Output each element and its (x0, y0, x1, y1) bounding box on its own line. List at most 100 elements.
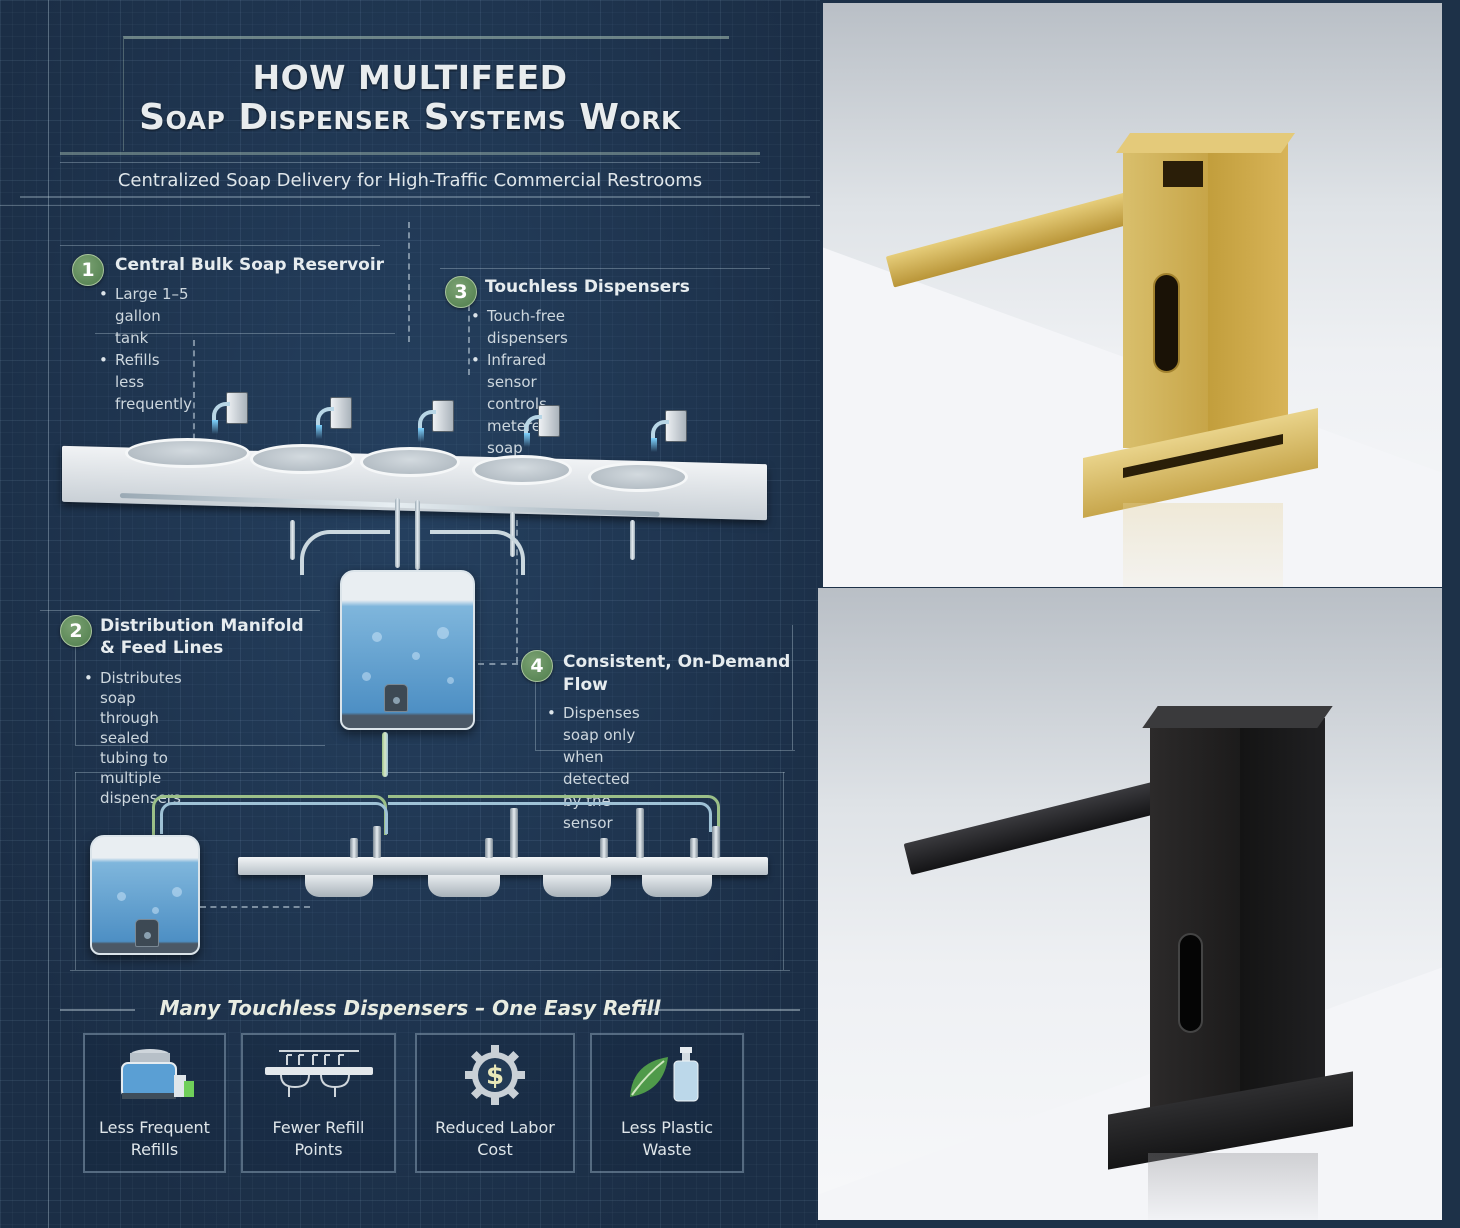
subtitle-rule (20, 196, 810, 198)
bubble (117, 892, 126, 901)
feed-line (630, 520, 635, 560)
outlet-line (382, 732, 388, 777)
callout-title-line2: Flow (563, 675, 608, 695)
callout-bullets: Large 1–5 gallon tank Refills less frequ… (97, 283, 192, 415)
bulk-tank-icon (120, 1049, 194, 1099)
faucet (600, 838, 608, 858)
feed-line (290, 520, 295, 560)
soap-dispenser-spout (510, 808, 518, 858)
title-rule (60, 162, 760, 163)
spout (418, 410, 436, 428)
bullet-text: Infrared sensor controls (487, 351, 547, 413)
callout-title-line1: Consistent, On-Demand (563, 652, 791, 672)
blueprint-line (40, 610, 320, 611)
benefit-label-line1: Less Plastic (621, 1118, 713, 1137)
subtitle: Centralized Soap Delivery for High-Traff… (117, 170, 703, 191)
leaf-bottle-icon (630, 1047, 699, 1102)
spout (212, 402, 230, 420)
blueprint-line (535, 680, 536, 750)
blueprint-line (792, 625, 793, 750)
blueprint-line (783, 772, 784, 970)
step-badge-1: 1 (72, 254, 104, 286)
bubble (362, 672, 371, 681)
spout (651, 420, 669, 438)
faucet (350, 838, 358, 858)
feed-line (395, 498, 400, 568)
bubble (437, 627, 449, 639)
dollar-gear-icon: $ (465, 1045, 525, 1105)
bubble (447, 677, 454, 684)
blueprint-line (70, 970, 790, 971)
soap-spray (212, 420, 218, 434)
feed-line-curve (430, 530, 525, 575)
bullet-text: sealed tubing to multiple (100, 729, 168, 787)
blueprint-line (48, 0, 49, 1228)
lower-vanity-counter (238, 857, 768, 875)
soap-spray (651, 438, 657, 452)
multifeed-infographic: HOW MULTIFEED Soap Dispenser Systems Wor… (0, 0, 820, 1228)
feed-line-curve (300, 530, 390, 575)
bubble (372, 632, 382, 642)
gold-sensor-window (1153, 273, 1180, 373)
blueprint-dashed-line (193, 340, 195, 450)
page-title-line2: Soap Dispenser Systems Work (139, 97, 681, 138)
sink-basin (472, 455, 572, 485)
step-badge-2: 2 (60, 615, 92, 647)
soap-spray (524, 433, 530, 447)
feed-line-blue (160, 802, 388, 834)
blueprint-dashed-line (408, 222, 410, 342)
tank-valve (384, 684, 408, 712)
bubble (412, 652, 420, 660)
bulk-soap-tank (90, 835, 200, 955)
gold-dispenser-photo (823, 3, 1442, 587)
manifold-sinks-icon (264, 1050, 373, 1097)
step-badge-3: 3 (445, 276, 477, 308)
callout-title: Central Bulk Soap Reservoir (115, 255, 385, 275)
sink-basin (360, 447, 460, 477)
title-frame (123, 36, 729, 151)
gold-body-side (1208, 133, 1288, 448)
sink-basin (305, 875, 373, 897)
feed-line (415, 500, 420, 570)
blueprint-line (95, 333, 395, 334)
faucet (485, 838, 493, 858)
countertop (818, 918, 1442, 1220)
sink-basin (588, 462, 688, 492)
bullet-item: Refills less frequently (97, 349, 192, 415)
blueprint-line (75, 640, 76, 745)
bubble (152, 907, 159, 914)
tank-valve (135, 919, 159, 947)
black-dispenser-photo (818, 588, 1442, 1220)
tagline-rule-right (640, 1009, 800, 1011)
benefit-label-line2: Waste (642, 1140, 692, 1159)
spout (524, 415, 542, 433)
callout-title-line2: & Feed Lines (100, 638, 224, 658)
blueprint-dashed-line (478, 663, 518, 665)
tagline: Many Touchless Dispensers – One Easy Ref… (159, 996, 661, 1020)
page-title-line1: HOW MULTIFEED (252, 58, 568, 97)
title-rule (60, 152, 760, 155)
callout-title-line1: Distribution Manifold (100, 616, 304, 636)
tagline-rule-left (60, 1009, 135, 1011)
black-body-front (1150, 728, 1240, 1108)
bullet-item: Large 1–5 gallon tank (97, 283, 192, 349)
sink-basin (125, 438, 250, 468)
sink-basin (250, 444, 355, 474)
faucet (690, 838, 698, 858)
blueprint-line (75, 745, 325, 746)
blueprint-dashed-line (516, 520, 518, 663)
gold-body-top (1115, 133, 1296, 153)
benefit-label-line1: Fewer Refill (272, 1118, 365, 1137)
